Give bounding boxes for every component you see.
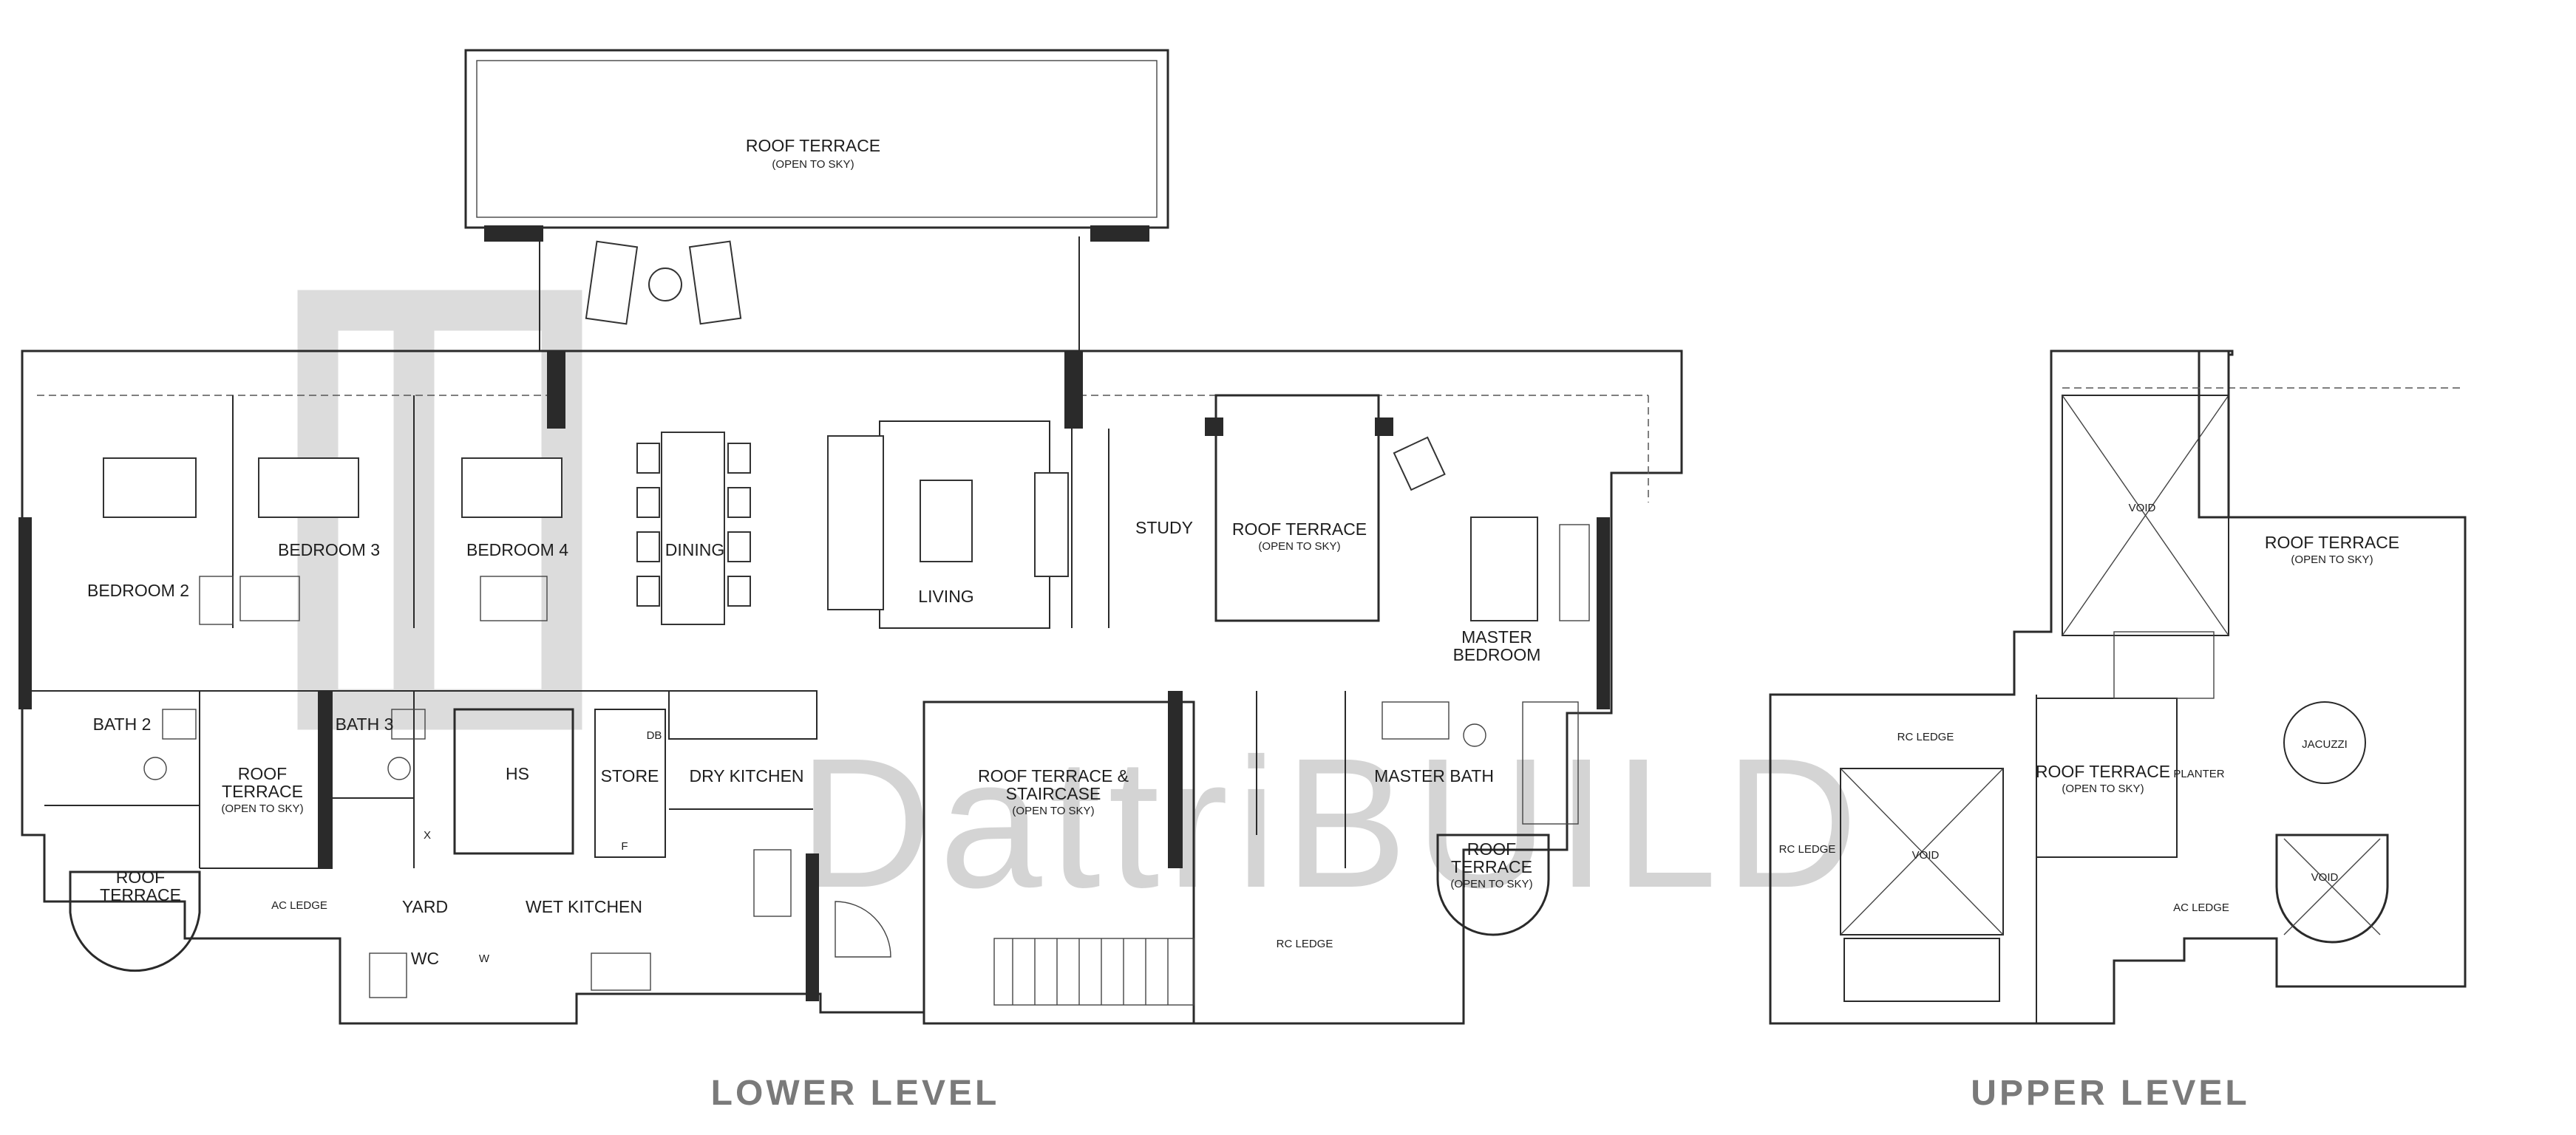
room-label-bedroom-3: BEDROOM 3 — [278, 540, 380, 559]
room-label-roof-terrace-bath-2: TERRACE — [222, 782, 303, 801]
room-label-roof-terrace-corner-1: ROOF — [116, 868, 165, 887]
lower-level-plan — [18, 49, 1683, 1025]
room-label-w: W — [479, 952, 490, 965]
room-label-db: DB — [647, 729, 662, 742]
room-label-x: X — [424, 829, 431, 842]
lower-level-labels: ROOF TERRACE (OPEN TO SKY) BEDROOM 2 BED… — [87, 136, 1540, 968]
room-label-roof-terrace-corner-2: TERRACE — [100, 885, 181, 904]
room-label-roof-terrace-staircase-1: ROOF TERRACE & — [978, 766, 1129, 785]
room-label-roof-terrace-bath-1: ROOF — [238, 764, 287, 783]
living-set — [827, 420, 1069, 629]
room-label-jacuzzi: JACUZZI — [2302, 738, 2348, 751]
beds — [103, 457, 1590, 625]
room-label-ac-ledge-upper: AC LEDGE — [2173, 901, 2229, 914]
room-label-void-upper-2: VOID — [1912, 849, 1940, 862]
upper-level-title: UPPER LEVEL — [1971, 1074, 2249, 1113]
room-label-roof-terrace-master-1: ROOF — [1467, 839, 1516, 859]
room-label-ac-ledge-lower: AC LEDGE — [271, 899, 327, 912]
room-label-rc-ledge-upper-1: RC LEDGE — [1897, 731, 1954, 743]
room-label-master-bedroom-1: MASTER — [1461, 627, 1532, 647]
watermark-text: DattriBUILD — [798, 720, 1866, 926]
watermark: DattriBUILD — [297, 290, 1866, 926]
room-label-roof-terrace-top: ROOF TERRACE — [746, 136, 880, 155]
room-label-roof-terrace-upper-1: ROOF TERRACE — [2265, 533, 2399, 552]
room-note-roof-terrace-bath: (OPEN TO SKY) — [221, 802, 303, 815]
room-label-roof-terrace-mid: ROOF TERRACE — [1232, 519, 1367, 539]
room-label-bath-2: BATH 2 — [93, 715, 152, 734]
dining-set — [636, 432, 751, 625]
room-note-roof-terrace-top: (OPEN TO SKY) — [772, 158, 854, 171]
room-label-bedroom-2: BEDROOM 2 — [87, 581, 189, 600]
upper-level-plan — [1769, 350, 2467, 1025]
upper-level-labels: VOID ROOF TERRACE (OPEN TO SKY) RC LEDGE… — [1779, 502, 2400, 914]
room-label-living: LIVING — [918, 587, 973, 606]
room-label-study: STUDY — [1135, 518, 1193, 537]
room-note-roof-terrace-mid: (OPEN TO SKY) — [1258, 540, 1340, 553]
room-label-void-upper-1: VOID — [2129, 502, 2156, 514]
room-note-roof-terrace-master: (OPEN TO SKY) — [1450, 878, 1532, 890]
room-label-bedroom-4: BEDROOM 4 — [466, 540, 568, 559]
room-note-roof-terrace-upper-2: (OPEN TO SKY) — [2062, 783, 2144, 795]
room-label-void-upper-3: VOID — [2311, 871, 2339, 884]
lounger-chairs — [585, 240, 742, 325]
room-label-hs: HS — [506, 764, 529, 783]
room-label-master-bedroom-2: BEDROOM — [1453, 645, 1541, 664]
room-label-wet-kitchen: WET KITCHEN — [526, 897, 642, 916]
room-label-master-bath: MASTER BATH — [1374, 766, 1494, 785]
room-label-rc-ledge-lower: RC LEDGE — [1277, 938, 1333, 950]
room-note-roof-terrace-upper-1: (OPEN TO SKY) — [2291, 553, 2373, 566]
room-label-dining: DINING — [665, 540, 725, 559]
room-note-roof-terrace-staircase: (OPEN TO SKY) — [1012, 805, 1094, 817]
room-label-store: STORE — [601, 766, 659, 785]
room-label-dry-kitchen: DRY KITCHEN — [689, 766, 803, 785]
lower-level-title: LOWER LEVEL — [711, 1074, 1000, 1113]
room-label-wc: WC — [411, 949, 439, 968]
room-label-roof-terrace-staircase-2: STAIRCASE — [1006, 784, 1101, 803]
room-label-yard: YARD — [402, 897, 448, 916]
room-label-f: F — [621, 840, 628, 853]
room-label-bath-3: BATH 3 — [336, 715, 394, 734]
room-label-roof-terrace-master-2: TERRACE — [1451, 857, 1532, 876]
stair-treads — [1012, 938, 1169, 1005]
bath-fixtures — [143, 701, 1579, 825]
room-label-rc-ledge-upper-2: RC LEDGE — [1779, 843, 1836, 856]
room-label-planter: PLANTER — [2173, 768, 2224, 780]
room-label-roof-terrace-upper-2: ROOF TERRACE — [2036, 762, 2170, 781]
